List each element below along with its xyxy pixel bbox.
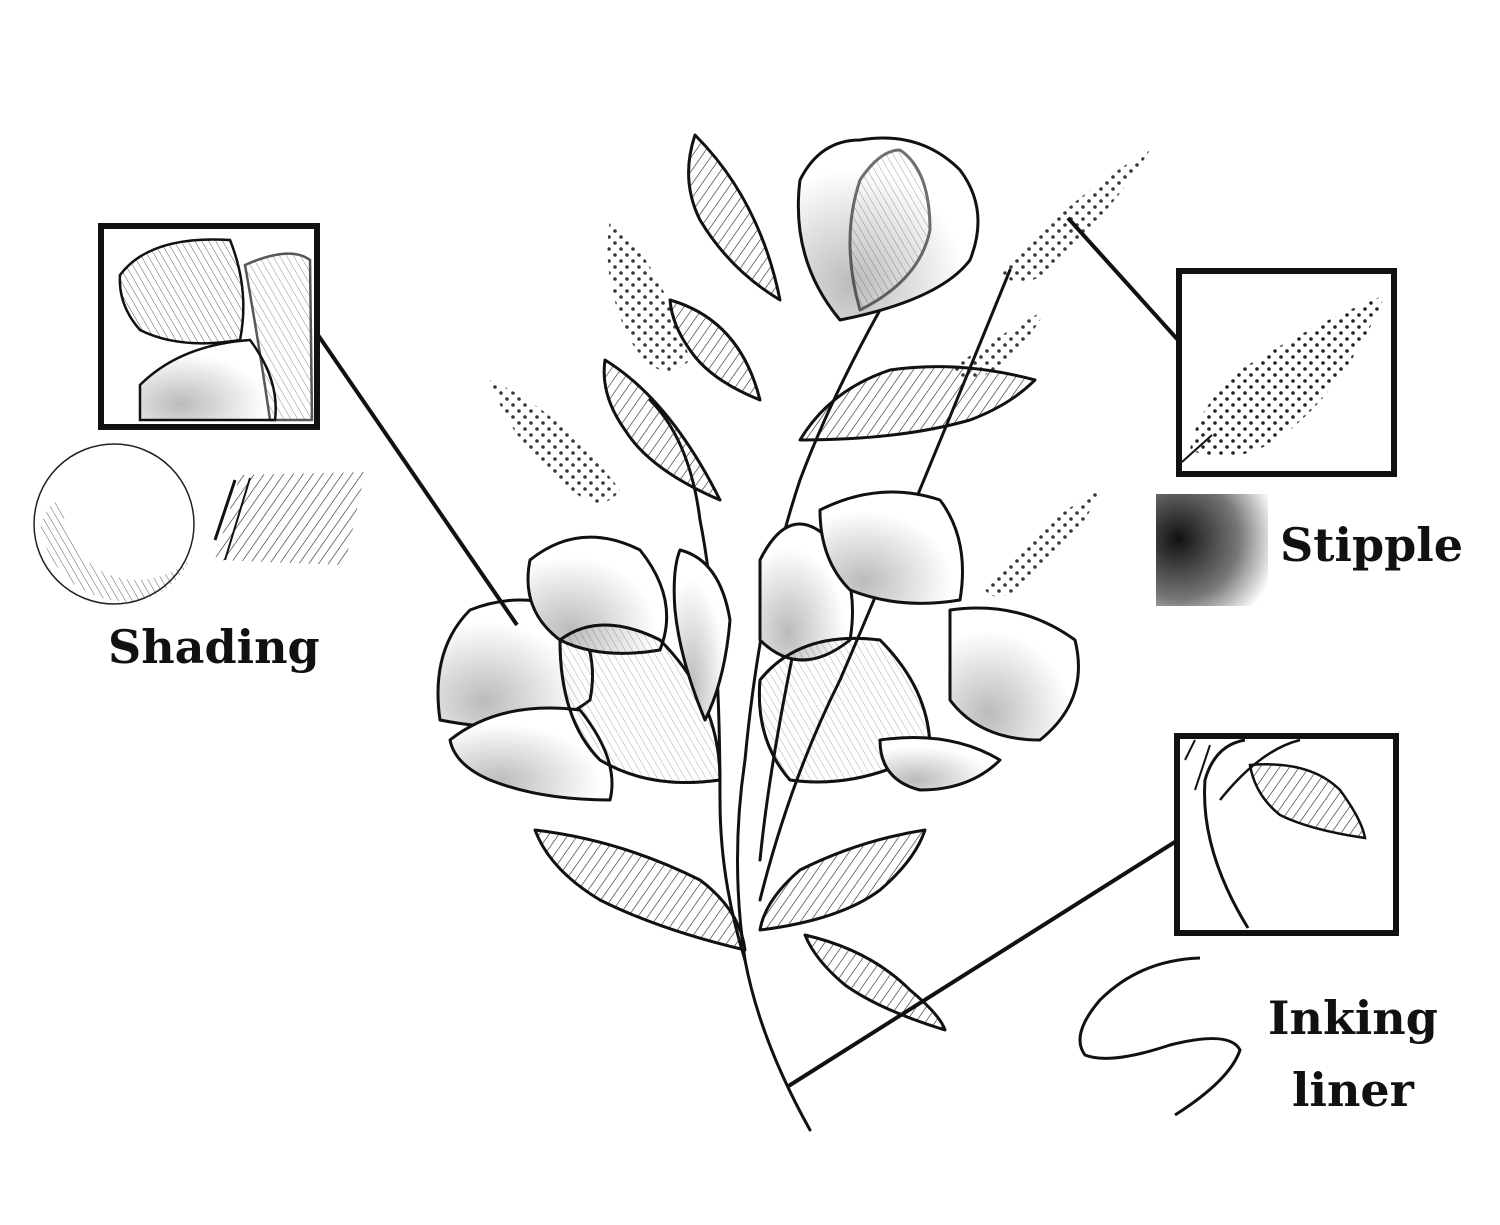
stipple-zoom-callout [1066, 216, 1397, 477]
stipple-gradient-sample [1156, 494, 1268, 606]
hatching-sample [213, 472, 365, 565]
inking-label-line2: liner [1292, 1063, 1414, 1117]
shading-label: Shading [108, 620, 320, 674]
stipple-sprays [490, 150, 1150, 597]
inking-label-line1: Inking [1268, 991, 1438, 1045]
shading-zoom-callout [98, 223, 519, 627]
ink-stroke-sample [1078, 956, 1242, 1117]
shading-sphere-sample [33, 443, 195, 605]
inking-zoom-callout [785, 733, 1399, 1089]
flower-illustration [436, 133, 1080, 1132]
inking-liner-label: Inking liner [1268, 982, 1438, 1126]
stipple-label: Stipple [1280, 518, 1464, 572]
